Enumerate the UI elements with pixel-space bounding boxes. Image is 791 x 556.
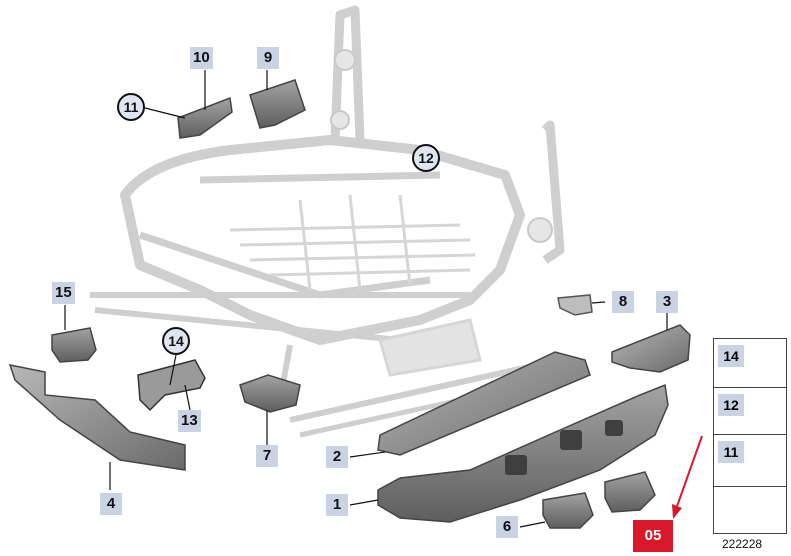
seat-springs [229, 194, 482, 377]
callout-2: 2 [326, 446, 348, 468]
callout-10: 10 [190, 47, 213, 69]
part-15-cap [51, 327, 97, 363]
callout-11: 11 [117, 93, 145, 121]
panel-label-14: 14 [718, 345, 744, 367]
callout-4: 4 [100, 493, 122, 515]
panel-row-14: 14 [714, 339, 786, 388]
part-4-trim [8, 364, 186, 471]
part-7-cover [239, 374, 301, 413]
part-2-rail-cover [377, 351, 591, 456]
callout-1: 1 [326, 494, 348, 516]
panel-label-12: 12 [718, 394, 744, 416]
part-1-side-trim [377, 383, 669, 523]
fastener-panel: 14 12 11 [713, 338, 787, 534]
callout-9: 9 [257, 47, 279, 69]
callout-14: 14 [162, 327, 190, 355]
callout-8: 8 [612, 291, 634, 313]
callout-12: 12 [412, 144, 440, 172]
part-8-clip [557, 294, 593, 316]
callout-13: 13 [178, 410, 201, 432]
callout-3: 3 [656, 291, 678, 313]
panel-label-11: 11 [718, 441, 744, 463]
callout-15: 15 [52, 282, 75, 304]
part-3-trim [611, 324, 691, 373]
panel-row-11: 11 [714, 435, 786, 487]
part-10-cover [177, 96, 233, 139]
leader-lines [64, 70, 668, 528]
callout-7: 7 [256, 445, 278, 467]
red-arrow [672, 435, 703, 519]
part-6-knob [542, 492, 594, 529]
diagram-reference-number: 222228 [722, 537, 763, 551]
panel-row-12: 12 [714, 388, 786, 435]
part-5-knob [604, 471, 656, 513]
part-13-bracket [137, 359, 206, 412]
panel-row-direction [714, 487, 786, 533]
callout-6: 6 [496, 516, 518, 538]
seat-frame [90, 5, 576, 438]
callout-5-badge: 05 [633, 520, 673, 552]
part-9-bracket [249, 79, 306, 129]
